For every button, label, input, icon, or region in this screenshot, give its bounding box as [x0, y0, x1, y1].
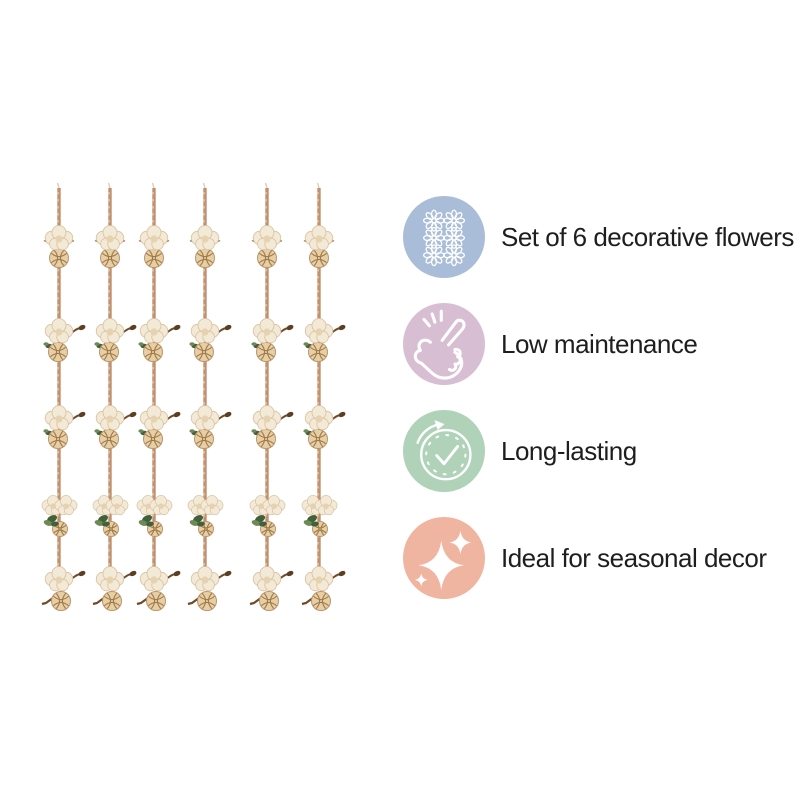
feature-label: Long-lasting: [501, 435, 637, 466]
feature-label: Low maintenance: [501, 328, 698, 359]
snap-fingers-icon: [413, 309, 466, 380]
feature-label: Ideal for seasonal decor: [501, 542, 767, 573]
feature-row-seasonal-decor: Ideal for seasonal decor: [403, 517, 794, 599]
feature-label: Set of 6 decorative flowers: [501, 221, 794, 252]
feature-row-low-maintenance: Low maintenance: [403, 303, 794, 385]
garland-image: [40, 181, 348, 613]
snap-fingers-icon-badge: [403, 303, 485, 385]
clock-check-icon-badge: [403, 410, 485, 492]
garland-strand: [40, 181, 88, 613]
feature-list: Set of 6 decorative flowers Low maintena…: [403, 196, 794, 599]
sparkles-icon-badge: [403, 517, 485, 599]
product-image: [0, 0, 360, 800]
garland-strand: [186, 181, 234, 613]
garland-strand: [300, 181, 348, 613]
flowers-grid-icon-badge: [403, 196, 485, 278]
feature-row-set-of-6: Set of 6 decorative flowers: [403, 196, 794, 278]
garland-strand: [248, 181, 296, 613]
sparkles-icon: [414, 530, 472, 590]
feature-row-long-lasting: Long-lasting: [403, 410, 794, 492]
clock-check-icon: [416, 420, 472, 481]
flowers-grid-icon: [422, 209, 466, 267]
garland-strand: [135, 181, 183, 613]
garland-strand: [91, 181, 139, 613]
